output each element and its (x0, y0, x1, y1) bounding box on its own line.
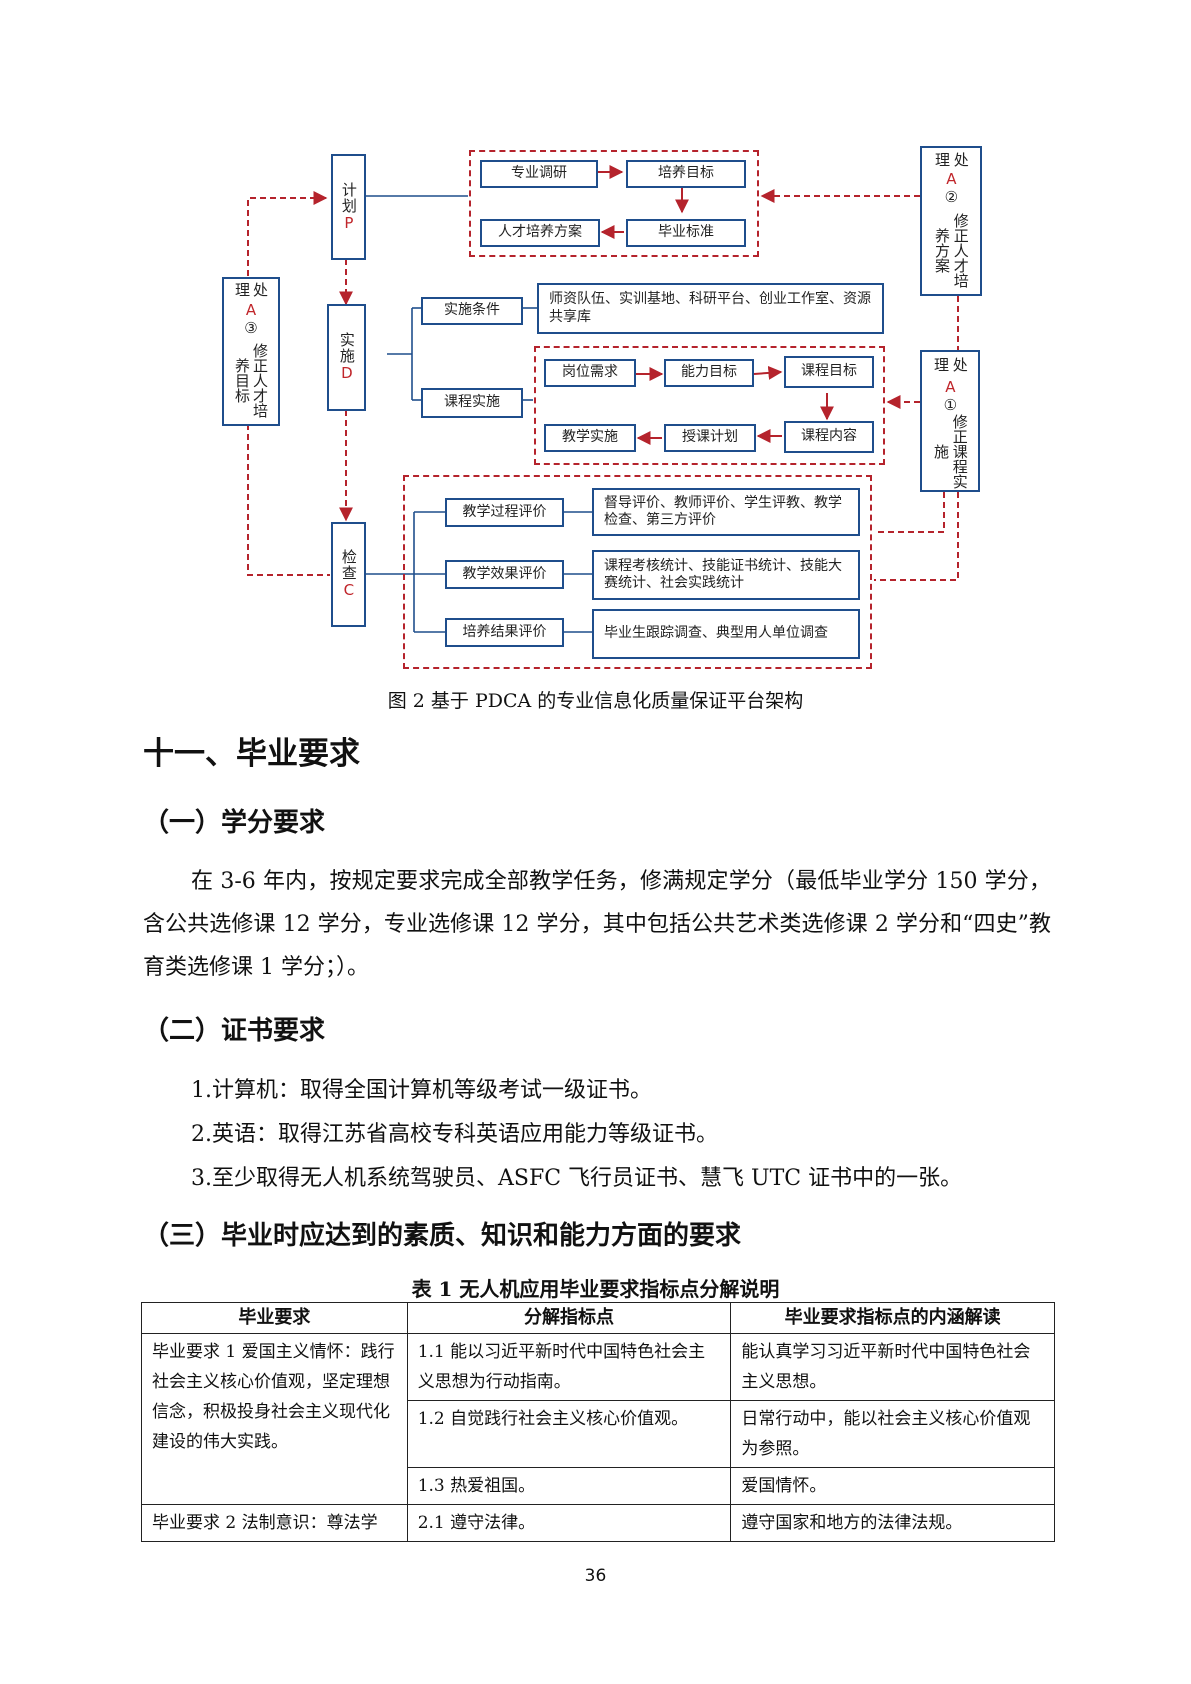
course-box-ability-goal: 能力目标 (664, 359, 754, 387)
table-cell-point: 2.1 遵守法律。 (406, 1504, 732, 1542)
table-cell-point: 1.1 能以习近平新时代中国特色社会主义思想为行动指南。 (406, 1333, 732, 1401)
credit-paragraph: 在 3-6 年内，按规定要求完成全部教学任务，修满规定学分（最低毕业学分 150… (143, 869, 1051, 980)
course-box-content: 课程内容 (784, 421, 874, 453)
act-right-mid-letter: A (941, 377, 960, 396)
table-header-row: 毕业要求 分解指标点 毕业要求指标点的内涵解读 (141, 1302, 1055, 1334)
table-cell-requirement: 毕业要求 2 法制意识：尊法学 (141, 1504, 408, 1542)
table-cell-point: 1.3 热爱祖国。 (406, 1467, 732, 1505)
act-right-top-letter: A (942, 170, 961, 188)
act-left-text: 修正人才培养目标 (233, 342, 269, 418)
figure-caption: 图 2 基于 PDCA 的专业信息化质量保证平台架构 (387, 690, 804, 712)
act-right-top-text: 修正人才培养方案 (933, 212, 970, 288)
plan-box-scheme: 人才培养方案 (480, 219, 600, 247)
check-row-process-detail: 督导评价、教师评价、学生评教、教学检查、第三方评价 (592, 488, 860, 536)
act-right-top-num: ② (942, 188, 961, 206)
plan-letter: P (339, 213, 358, 233)
check-row-result-detail: 毕业生跟踪调查、典型用人单位调查 (592, 609, 860, 659)
requirements-table: 毕业要求 分解指标点 毕业要求指标点的内涵解读 毕业要求 1 爱国主义情怀：践行… (141, 1302, 1055, 1542)
table-cell-meaning: 日常行动中，能以社会主义核心价值观为参照。 (730, 1400, 1055, 1468)
table-header-cell: 毕业要求指标点的内涵解读 (730, 1302, 1055, 1334)
table-caption: 表 1 无人机应用毕业要求指标点分解说明 (411, 1277, 780, 1301)
diagram-connectors (247, 165, 959, 633)
do-label: 实施 (337, 332, 356, 364)
table-cell-requirement: 毕业要求 1 爱国主义情怀：践行社会主义核心价值观，坚定理想信念，积极投身社会主… (141, 1333, 408, 1505)
act-left-num: ③ (242, 318, 260, 337)
course-box-plan: 授课计划 (664, 424, 756, 452)
act-left-letter: A (242, 300, 260, 319)
check-row-process: 教学过程评价 (445, 498, 564, 527)
check-letter: C (339, 581, 358, 600)
check-row-effect-detail: 课程考核统计、技能证书统计、技能大赛统计、社会实践统计 (592, 550, 860, 600)
subsection-ability-title: （三）毕业时应达到的素质、知识和能力方面的要求 (143, 1221, 742, 1251)
act-right-mid-num: ① (941, 395, 960, 414)
table-cell-meaning: 爱国情怀。 (730, 1467, 1055, 1505)
course-box-teaching: 教学实施 (544, 424, 636, 452)
subsection-certificate-title: （二）证书要求 (143, 1016, 326, 1046)
page-number: 36 (584, 1566, 607, 1586)
act-right-mid-label: 处理 (932, 357, 969, 373)
check-label: 检查 (339, 549, 358, 581)
table-header-cell: 毕业要求 (141, 1302, 408, 1334)
table-header-cell: 分解指标点 (406, 1302, 732, 1334)
table-row: 1.3 热爱祖国。 爱国情怀。 (142, 1467, 1055, 1505)
plan-box-goal: 培养目标 (626, 160, 746, 188)
do-course-box: 课程实施 (421, 388, 523, 418)
plan-dashed-group (469, 150, 759, 257)
act-right-mid-text: 修正课程实施 (932, 414, 969, 490)
certificate-item-2: 2.英语：取得江苏省高校专科英语应用能力等级证书。 (191, 1122, 718, 1147)
plan-label: 计划 (339, 181, 358, 214)
course-box-post-demand: 岗位需求 (544, 359, 636, 387)
certificate-item-3: 3.至少取得无人机系统驾驶员、ASFC 飞行员证书、慧飞 UTC 证书中的一张。 (191, 1166, 963, 1191)
section-title: 十一、毕业要求 (143, 736, 360, 772)
do-conditions-detail: 师资队伍、实训基地、科研平台、创业工作室、资源共享库 (537, 283, 884, 334)
course-box-course-goal: 课程目标 (784, 356, 874, 388)
check-dashed-group (403, 475, 872, 669)
course-dashed-group (534, 346, 885, 465)
table-row: 毕业要求 1 爱国主义情怀：践行社会主义核心价值观，坚定理想信念，积极投身社会主… (141, 1333, 1055, 1505)
subsection-credit-title: （一）学分要求 (143, 808, 326, 838)
act-left-label: 处理 (233, 282, 269, 298)
act-right-top-label: 处理 (933, 151, 970, 167)
plan-box-research: 专业调研 (480, 160, 598, 188)
table-cell-point: 1.2 自觉践行社会主义核心价值观。 (406, 1400, 732, 1468)
do-letter: D (337, 364, 356, 383)
do-conditions-box: 实施条件 (421, 297, 523, 325)
table-cell-meaning: 能认真学习习近平新时代中国特色社会主义思想。 (730, 1333, 1055, 1401)
table-cell-meaning: 遵守国家和地方的法律法规。 (730, 1504, 1055, 1542)
table-row: 毕业要求 2 法制意识：尊法学 2.1 遵守法律。 遵守国家和地方的法律法规。 (141, 1504, 1055, 1542)
check-row-effect: 教学效果评价 (445, 560, 564, 589)
certificate-item-1: 1.计算机：取得全国计算机等级考试一级证书。 (191, 1078, 652, 1103)
plan-box-standard: 毕业标准 (626, 219, 746, 247)
check-row-result: 培养结果评价 (445, 618, 564, 647)
